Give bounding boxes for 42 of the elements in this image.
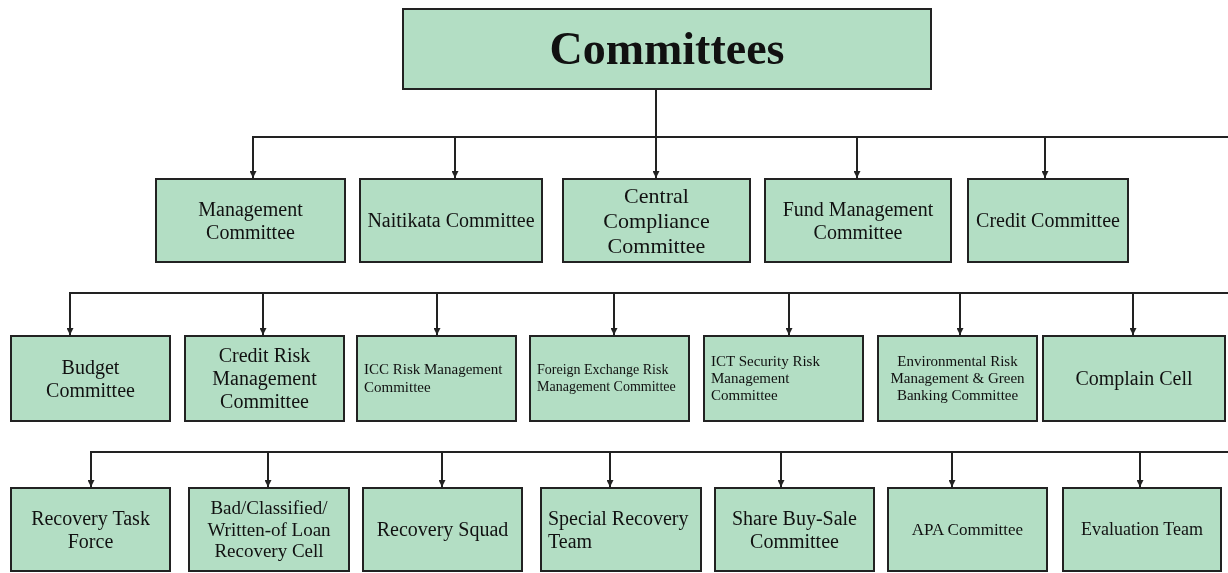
connector-arrow: [1136, 451, 1228, 488]
committee-name: Credit Risk Management Committee: [211, 344, 318, 413]
committee-name: Budget Committee: [45, 355, 136, 402]
committee-box: [362, 487, 523, 572]
chart-title: Committees: [549, 22, 785, 76]
committee-box: [967, 178, 1129, 263]
committee-name: Complain Cell: [1075, 367, 1193, 390]
committee-name: APA Committee: [911, 519, 1024, 540]
committee-name: Recovery Squad: [376, 518, 509, 541]
committee-name: Recovery Task Force: [30, 506, 151, 553]
committee-box: [540, 487, 702, 572]
committee-box: [10, 487, 171, 572]
committee-name: Central Compliance Committee: [602, 182, 711, 259]
committee-name: ICC Risk Management Committee: [364, 361, 504, 396]
committee-box: [529, 335, 690, 422]
committee-box: [1062, 487, 1222, 572]
committee-name: ICT Security Risk Management Committee: [711, 352, 821, 405]
committee-name: Naitikata Committee: [367, 209, 535, 232]
committee-box: [887, 487, 1048, 572]
committee-name: Credit Committee: [976, 209, 1120, 232]
committee-box: [359, 178, 543, 263]
committee-name: Bad/Classified/ Written-of Loan Recovery Cell: [206, 496, 332, 563]
committee-box: [562, 178, 751, 263]
committee-name: Fund Management Committee: [781, 197, 935, 244]
committee-name: Foreign Exchange Risk Management Committee: [537, 362, 677, 395]
committee-name: Share Buy-Sale Committee: [731, 506, 858, 553]
committee-box: [1042, 335, 1226, 422]
committee-box: [155, 178, 346, 263]
committee-box: [714, 487, 875, 572]
committee-box: [10, 335, 171, 422]
committee-name: Special Recovery Team: [548, 506, 690, 553]
committee-box: [188, 487, 350, 572]
committee-name: Management Committee: [197, 197, 304, 244]
committee-box: [184, 335, 345, 422]
committee-box: [703, 335, 864, 422]
committee-box: [877, 335, 1038, 422]
committee-box: [356, 335, 517, 422]
connector-arrow: [1129, 292, 1228, 336]
committee-name: Environmental Risk Management & Green Banking Committee: [889, 352, 1026, 405]
committee-box: [402, 8, 932, 90]
committee-box: [764, 178, 952, 263]
committee-name: Evaluation Team: [1081, 519, 1203, 540]
